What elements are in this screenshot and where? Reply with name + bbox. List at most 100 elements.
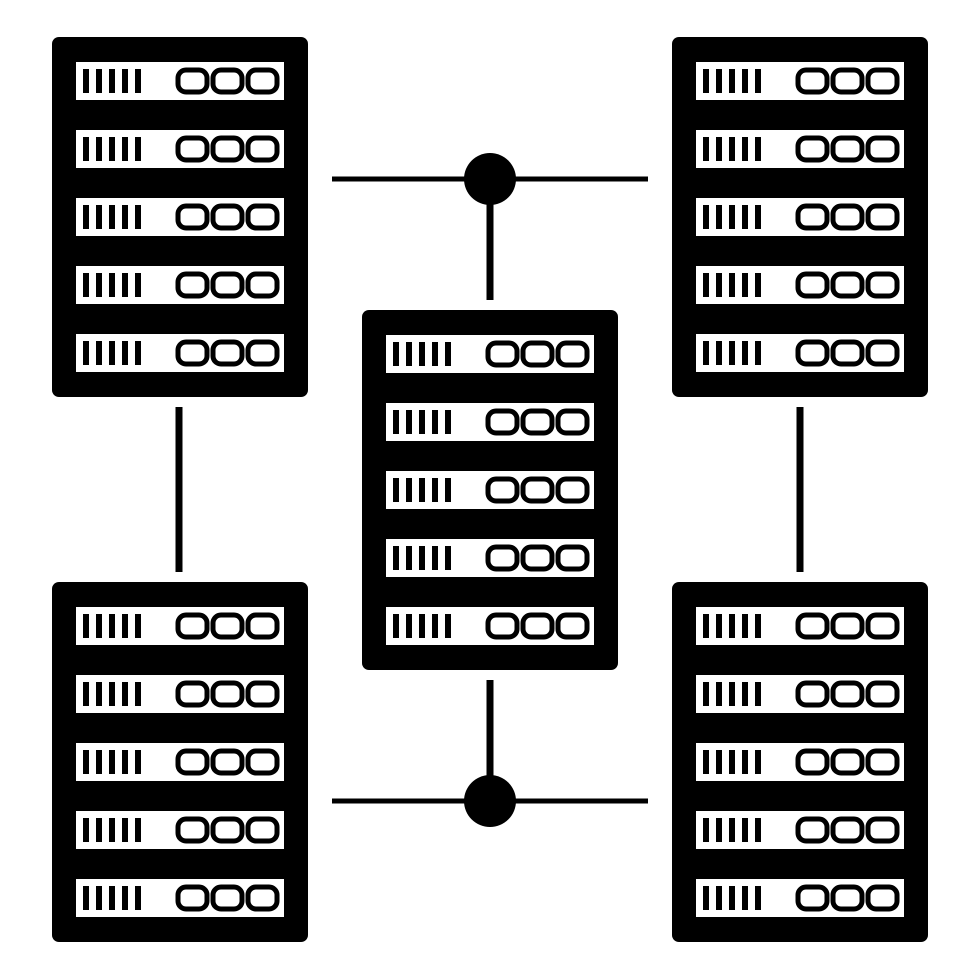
indicator-light-icon bbox=[865, 816, 900, 844]
vent-bar bbox=[96, 205, 102, 229]
indicator-light-icon bbox=[245, 67, 280, 95]
vent-bar bbox=[729, 750, 735, 774]
vent-bar bbox=[755, 273, 761, 297]
indicator-light-icon bbox=[830, 339, 865, 367]
indicator-light-icon bbox=[245, 339, 280, 367]
vent-bar bbox=[122, 341, 128, 365]
indicator-light-icon bbox=[175, 271, 210, 299]
indicator-light-icon bbox=[210, 339, 245, 367]
vent-bar bbox=[742, 205, 748, 229]
server-slot bbox=[696, 879, 904, 917]
indicator-light-icon bbox=[245, 135, 280, 163]
indicator-light-icon bbox=[865, 612, 900, 640]
vent-bar bbox=[432, 546, 438, 570]
indicator-light-icon bbox=[245, 203, 280, 231]
vent-bar bbox=[393, 342, 399, 366]
vent-bar bbox=[432, 410, 438, 434]
server-slot bbox=[386, 403, 594, 441]
vent-bar bbox=[703, 137, 709, 161]
vent-bar bbox=[703, 818, 709, 842]
vent-bar bbox=[729, 341, 735, 365]
indicator-light-icon bbox=[485, 340, 520, 368]
indicator-light-icon bbox=[555, 544, 590, 572]
indicator-light-icon bbox=[830, 67, 865, 95]
vent-bar bbox=[135, 682, 141, 706]
vent-bar bbox=[109, 886, 115, 910]
vent-bar bbox=[703, 341, 709, 365]
indicator-light-icon bbox=[175, 748, 210, 776]
vent-bar bbox=[445, 342, 451, 366]
indicator-light-icon bbox=[245, 748, 280, 776]
vent-bar bbox=[755, 682, 761, 706]
indicator-light-icon bbox=[210, 884, 245, 912]
indicator-light-icon bbox=[210, 612, 245, 640]
vent-bar bbox=[729, 137, 735, 161]
vent-bar bbox=[96, 69, 102, 93]
vent-bar bbox=[716, 273, 722, 297]
server-top-right bbox=[672, 37, 928, 397]
server-slot bbox=[76, 811, 284, 849]
vent-bar bbox=[406, 342, 412, 366]
indicator-light-icon bbox=[175, 816, 210, 844]
vent-bar bbox=[135, 69, 141, 93]
vent-bar bbox=[122, 886, 128, 910]
vent-bar bbox=[703, 69, 709, 93]
vent-bar bbox=[755, 205, 761, 229]
vent-bar bbox=[729, 682, 735, 706]
server-slot bbox=[386, 471, 594, 509]
vent-bar bbox=[703, 205, 709, 229]
vent-bar bbox=[742, 137, 748, 161]
indicator-light-icon bbox=[795, 271, 830, 299]
indicator-light-icon bbox=[485, 476, 520, 504]
vent-bar bbox=[135, 818, 141, 842]
indicator-light-icon bbox=[555, 612, 590, 640]
indicator-light-icon bbox=[795, 67, 830, 95]
vent-bar bbox=[83, 682, 89, 706]
vent-bar bbox=[96, 137, 102, 161]
indicator-light-icon bbox=[245, 271, 280, 299]
vent-bar bbox=[742, 750, 748, 774]
vent-bar bbox=[122, 614, 128, 638]
vent-bar bbox=[135, 273, 141, 297]
indicator-light-icon bbox=[795, 748, 830, 776]
vent-bar bbox=[83, 69, 89, 93]
vent-bar bbox=[83, 137, 89, 161]
indicator-light-icon bbox=[175, 612, 210, 640]
server-top-left bbox=[52, 37, 308, 397]
server-slot bbox=[696, 743, 904, 781]
vent-bar bbox=[406, 546, 412, 570]
indicator-light-icon bbox=[795, 884, 830, 912]
vent-bar bbox=[716, 682, 722, 706]
indicator-light-icon bbox=[830, 203, 865, 231]
indicator-light-icon bbox=[830, 271, 865, 299]
vent-bar bbox=[755, 818, 761, 842]
vent-bar bbox=[419, 546, 425, 570]
vent-bar bbox=[109, 614, 115, 638]
indicator-light-icon bbox=[865, 680, 900, 708]
server-slot bbox=[696, 198, 904, 236]
vent-bar bbox=[742, 273, 748, 297]
vent-bar bbox=[96, 886, 102, 910]
indicator-light-icon bbox=[865, 271, 900, 299]
vent-bar bbox=[393, 410, 399, 434]
server-slot bbox=[696, 334, 904, 372]
vent-bar bbox=[83, 614, 89, 638]
indicator-light-icon bbox=[210, 748, 245, 776]
vent-bar bbox=[716, 69, 722, 93]
indicator-light-icon bbox=[555, 476, 590, 504]
indicator-light-icon bbox=[865, 748, 900, 776]
vent-bar bbox=[419, 410, 425, 434]
vent-bar bbox=[83, 886, 89, 910]
vent-bar bbox=[109, 273, 115, 297]
vent-bar bbox=[96, 341, 102, 365]
vent-bar bbox=[83, 818, 89, 842]
vent-bar bbox=[755, 69, 761, 93]
vent-bar bbox=[742, 682, 748, 706]
vent-bar bbox=[122, 682, 128, 706]
vent-bar bbox=[729, 886, 735, 910]
vent-bar bbox=[729, 273, 735, 297]
server-slot bbox=[76, 198, 284, 236]
vent-bar bbox=[406, 614, 412, 638]
vent-bar bbox=[729, 818, 735, 842]
